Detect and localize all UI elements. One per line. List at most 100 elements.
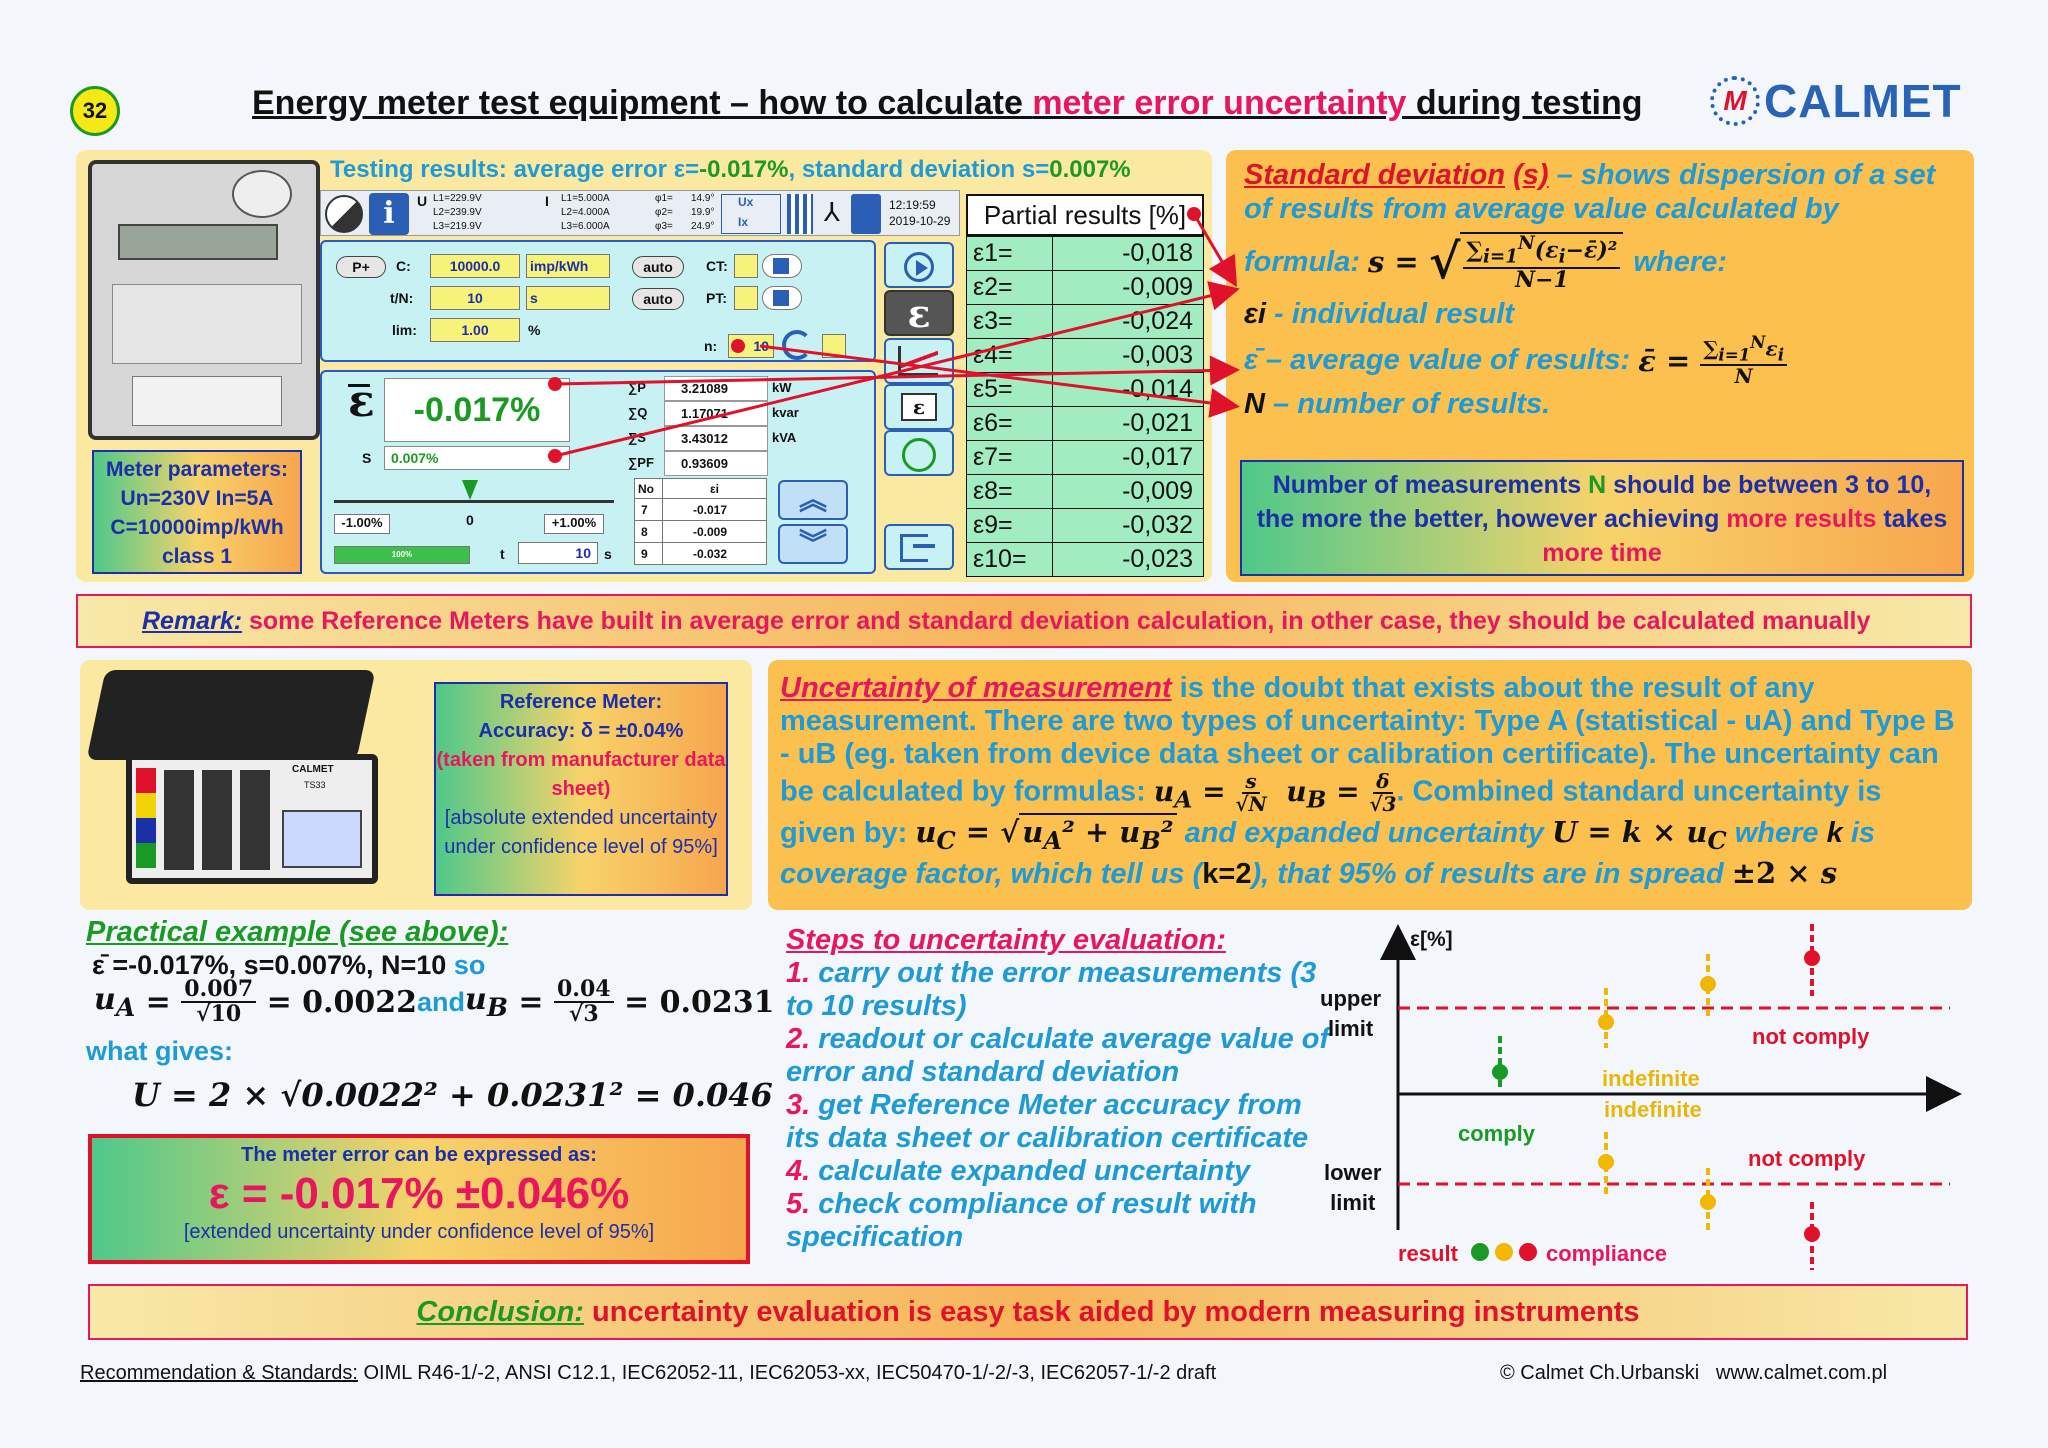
practical-title: Practical example (see above): (86, 916, 509, 948)
epsilon-mode-button[interactable]: ε (884, 290, 954, 336)
epsilon-table-button[interactable]: ε (884, 384, 954, 430)
c-input[interactable]: 10000.0 (430, 254, 520, 278)
n-label: n: (704, 338, 718, 354)
compliance-diagram (1380, 924, 1962, 1270)
tn-label: t/N: (390, 290, 414, 306)
ct-toggle[interactable] (762, 254, 802, 278)
meter-params-line: C=10000imp/kWh (110, 516, 284, 539)
testing-avg: -0.017% (699, 156, 789, 183)
table-row: ε5=-0,014 (966, 372, 1204, 407)
avg-definition: ε̄ – average value of results: ε̄ = ∑i=1… (1244, 333, 1788, 387)
refresh-icon[interactable] (782, 330, 812, 360)
error-scale (334, 500, 614, 503)
practical-so: so (446, 950, 486, 980)
remark-banner: Remark: some Reference Meters have built… (76, 594, 1972, 648)
ub-numerator: 0.04 (554, 977, 614, 1004)
testing-label-b: , standard deviation s= (788, 156, 1050, 183)
ei-symbol: εi (1244, 298, 1266, 330)
ei-text: - individual result (1265, 298, 1515, 330)
exit-button[interactable] (884, 524, 954, 570)
u-value: L2=239.9V (433, 207, 482, 218)
not-comply-label-bottom: not comply (1748, 1146, 1866, 1171)
table-row: 7-0.017 (634, 498, 767, 521)
uncertainty-text: Uncertainty of measurement is the doubt … (780, 672, 1955, 890)
vector-button[interactable] (884, 430, 954, 476)
p-plus-button[interactable]: P+ (336, 256, 386, 278)
tn-input[interactable]: 10 (430, 286, 520, 310)
testing-label-a: Testing results: average error ε= (330, 156, 700, 183)
indefinite-marker-lower-2 (1700, 1168, 1716, 1234)
remark-text: some Reference Meters have built in aver… (242, 607, 1871, 635)
result-note: [extended uncertainty under confidence l… (183, 1221, 655, 1243)
i-value: L1=5.000A (561, 193, 610, 204)
ref-accuracy: Accuracy: δ = ±0.04% (478, 720, 684, 742)
ct-input[interactable] (734, 254, 758, 278)
t-unit: s (604, 546, 612, 562)
t-display: 10 (518, 542, 598, 564)
meter-mode-icon[interactable] (851, 194, 881, 234)
title-post: during testing (1406, 84, 1643, 122)
sd-text: – shows dispersion of a set (1548, 159, 1936, 191)
uncert-text: is given by: (780, 775, 1882, 850)
avg-text: ε̄ – average value of results: (1244, 344, 1631, 377)
uncertainty-box (768, 660, 1972, 910)
n-input[interactable]: 10 (728, 334, 774, 358)
info-icon[interactable]: i (369, 193, 409, 235)
c-unit-select[interactable]: imp/kWh (526, 254, 610, 278)
tn-unit-select[interactable]: s (526, 286, 610, 310)
play-button[interactable] (884, 242, 954, 288)
indefinite-label-2: indefinite (1604, 1097, 1702, 1122)
meter-parameters-box: Meter parameters: Un=230V In=5A C=10000i… (92, 450, 302, 574)
ref-abs: [absolute extended uncertainty under con… (444, 807, 718, 858)
note-highlight: more time (1542, 539, 1662, 567)
star-icon[interactable]: ⅄ (824, 197, 840, 227)
comply-marker (1492, 1036, 1508, 1090)
logo-text: CALMET (1764, 75, 1962, 127)
sum-unit: kW (772, 380, 792, 395)
scroll-up-button[interactable]: ︽ (778, 480, 848, 520)
website-link[interactable]: www.calmet.com.pl (1715, 1362, 1888, 1384)
auto-button[interactable]: auto (632, 288, 684, 310)
phi-label: φ2= (655, 207, 673, 218)
note-text: takes (1876, 505, 1948, 533)
ref-title: Reference Meter: (499, 691, 663, 713)
steps-title: Steps to uncertainty evaluation: (786, 924, 1226, 956)
page-number: 32 (82, 98, 108, 123)
comply-label: comply (1458, 1121, 1536, 1146)
result-panel: ε -0.017% S 0.007% -1.00% 0 +1.00% 100% … (320, 370, 876, 574)
not-comply-marker-upper (1804, 924, 1820, 996)
s-label: S (362, 450, 372, 466)
sd-text: of results from average value calculated… (1244, 193, 1839, 225)
auto-button[interactable]: auto (632, 256, 684, 278)
c-label: C: (396, 258, 411, 274)
settings-panel: P+ C: 10000.0 imp/kWh auto CT: t/N: 10 s… (320, 240, 876, 362)
indefinite-label-1: indefinite (1602, 1066, 1700, 1091)
legend-dot-red (1519, 1243, 1537, 1261)
device-time: 12:19:59 (889, 198, 936, 212)
wiring-icon[interactable] (787, 194, 813, 234)
formula-label: formula: (1244, 245, 1360, 278)
meter-params-line: Un=230V In=5A (120, 487, 274, 510)
brightness-icon[interactable] (325, 195, 363, 233)
pt-toggle[interactable] (762, 286, 802, 310)
title-highlight: meter error uncertainty (1032, 84, 1407, 122)
result-value: ε = -0.017% ±0.046% (208, 1169, 630, 1218)
ux-ix-icon[interactable]: Ux Ix (721, 194, 781, 234)
epsilon-table-icon: ε (901, 393, 937, 421)
pt-input[interactable] (734, 286, 758, 310)
table-row: ε9=-0,032 (966, 508, 1204, 543)
scroll-down-button[interactable]: ︾ (778, 524, 848, 564)
sd-display: 0.007% (384, 446, 570, 470)
reference-meter-photo: CALMET TS33 (86, 670, 386, 902)
sum-label: ∑Q (628, 405, 648, 420)
sum-unit: kvar (772, 405, 799, 420)
lim-input[interactable]: 1.00 (430, 318, 520, 342)
indefinite-marker-lower (1598, 1132, 1614, 1196)
legend-compliance-label: compliance (1546, 1241, 1668, 1266)
i-label: I (545, 193, 549, 209)
table-header: No (634, 478, 663, 499)
u-value: L3=219.9V (433, 221, 482, 232)
